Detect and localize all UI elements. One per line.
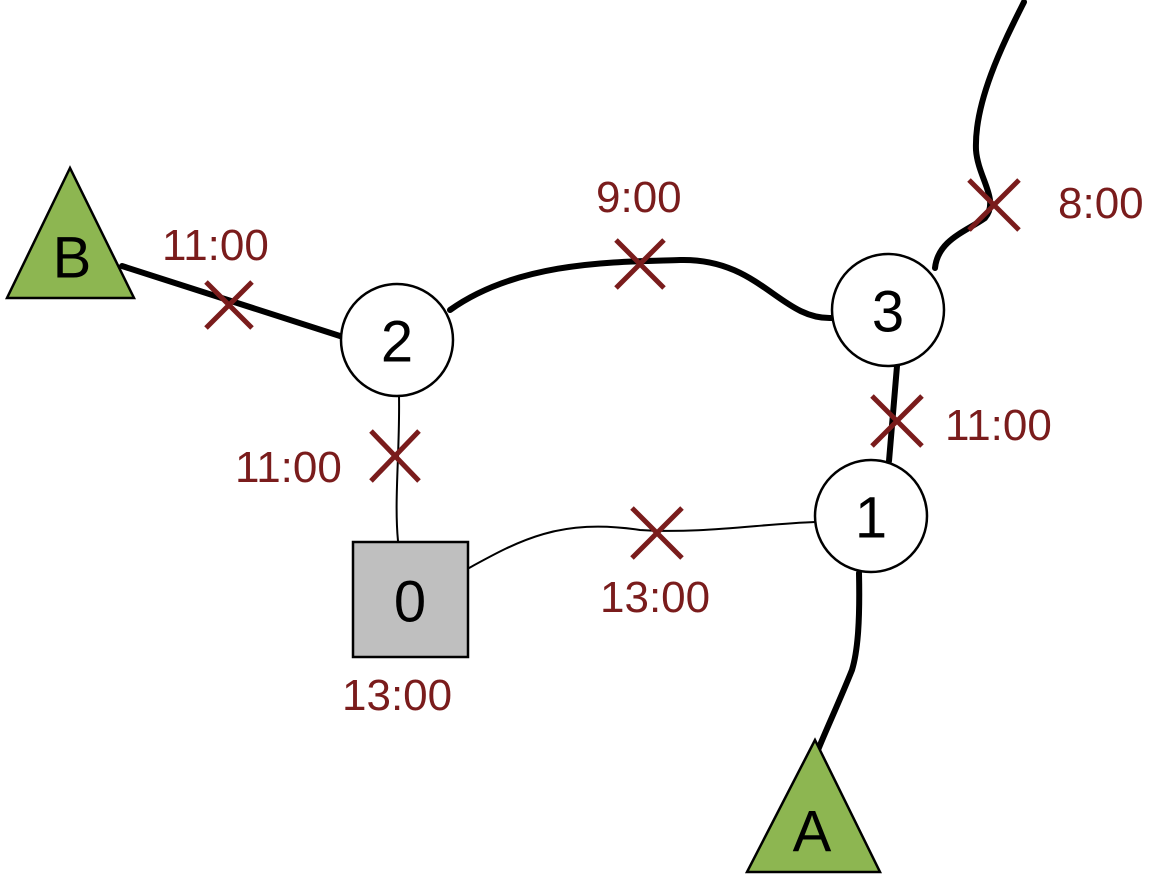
edge-2-0	[395, 395, 401, 542]
cross-edge-2-3	[614, 238, 666, 290]
edge-0-1	[468, 521, 816, 569]
cross-edge-3-top	[967, 178, 1021, 232]
edge-2-3	[447, 256, 835, 322]
time-edge-2-3: 9:00	[596, 173, 682, 222]
time-edge-3-top: 8:00	[1058, 179, 1144, 228]
node-3-circle: 3	[830, 252, 946, 368]
time-node-0: 13:00	[342, 671, 452, 720]
cross-edge-2-0	[369, 429, 421, 483]
time-edge-2-0: 11:00	[235, 443, 342, 492]
time-edge-B-2: 11:00	[162, 221, 269, 270]
node-0-square: 0	[351, 540, 470, 659]
node-A-triangle: A	[744, 737, 883, 874]
node-1-label: 1	[855, 486, 887, 551]
cross-edge-0-1	[630, 506, 684, 560]
time-edge-0-1: 13:00	[600, 573, 710, 622]
node-B-label: B	[53, 226, 92, 291]
time-edge-3-1: 11:00	[945, 401, 1052, 450]
edge-3-top	[932, 0, 1027, 271]
node-1-circle: 1	[813, 458, 929, 574]
cross-edge-3-1	[870, 394, 924, 448]
node-A-label: A	[793, 800, 832, 865]
node-B-triangle: B	[5, 165, 137, 300]
node-0-label: 0	[394, 570, 426, 635]
node-2-label: 2	[381, 310, 413, 375]
node-3-label: 3	[872, 280, 904, 345]
cross-edge-B-2	[204, 280, 254, 330]
edge-1-A	[815, 570, 863, 753]
node-2-circle: 2	[339, 282, 455, 398]
